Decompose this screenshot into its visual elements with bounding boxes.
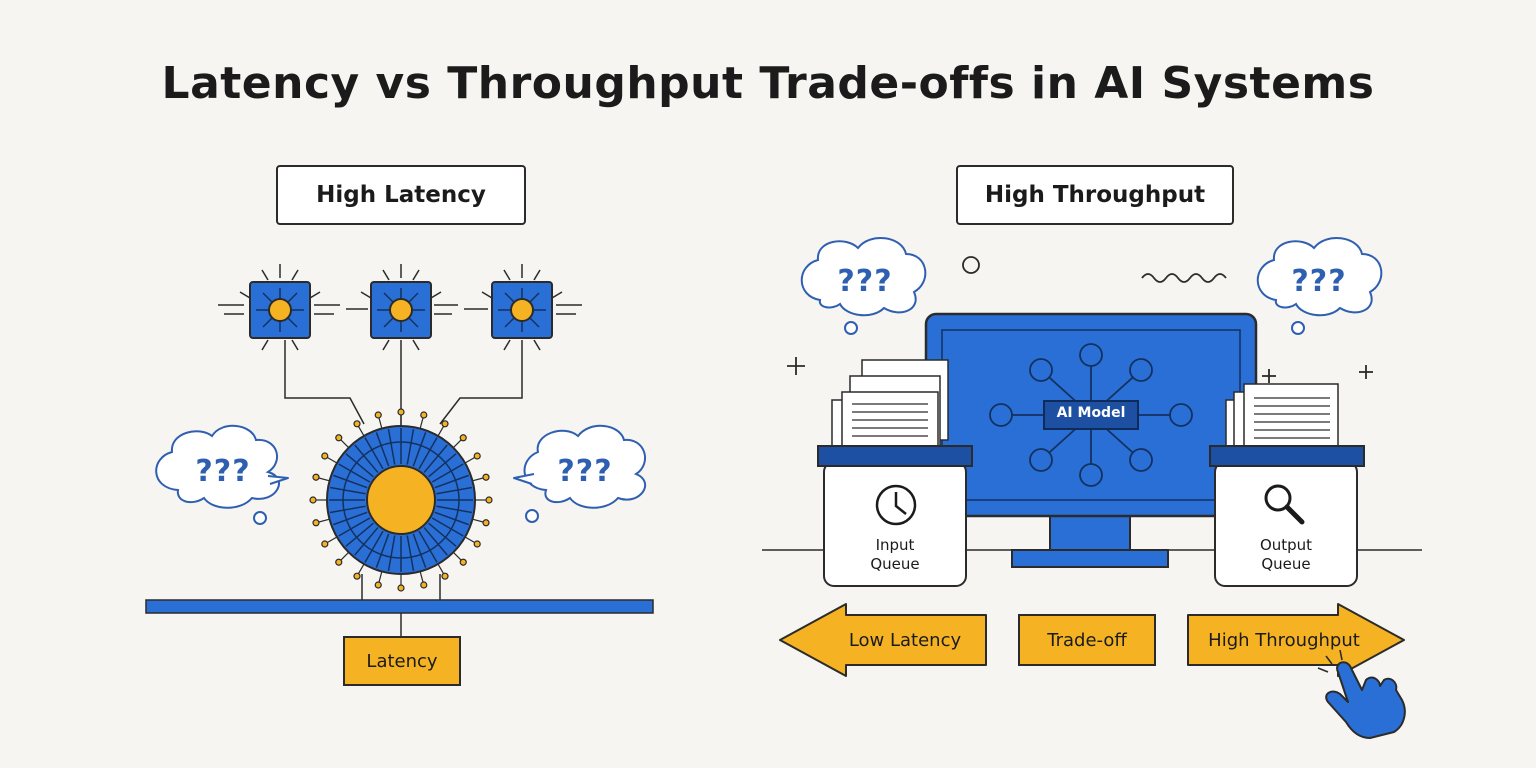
output-queue-label: Output Queue <box>1215 536 1357 574</box>
thought-bubble-icon <box>800 236 927 335</box>
pointing-hand-icon <box>1317 649 1406 739</box>
trade-off-box <box>1018 614 1156 666</box>
thought-bubble-icon <box>1256 236 1383 335</box>
thought-bubble-icon <box>513 424 647 523</box>
high-throughput-heading: High Throughput <box>956 165 1234 225</box>
chip-icon <box>360 263 442 351</box>
output-queue-line: Queue <box>1261 555 1311 573</box>
input-queue-label: Input Queue <box>824 536 966 574</box>
input-queue-line: Input <box>875 536 915 554</box>
trade-off-label: Trade-off <box>1047 629 1127 651</box>
magnifier-icon <box>1264 484 1305 525</box>
bubble-text: ??? <box>195 454 251 489</box>
low-latency-label: Low Latency <box>848 629 962 651</box>
clock-icon <box>875 484 917 526</box>
network-icon <box>989 343 1193 487</box>
low-latency-arrow <box>779 603 987 677</box>
output-queue-line: Output <box>1259 536 1313 554</box>
input-queue-line: Queue <box>870 555 920 573</box>
input-queue <box>817 359 973 587</box>
thought-bubble-icon <box>155 424 289 525</box>
high-throughput-label: High Throughput <box>1208 629 1360 651</box>
chip-row <box>218 263 582 426</box>
chip-icon <box>239 263 321 351</box>
high-throughput-arrow <box>1187 603 1405 677</box>
latency-label: Latency <box>343 636 461 686</box>
bubble-text: ??? <box>557 454 613 489</box>
document-stack-icon <box>1225 383 1339 451</box>
bubble-text: ??? <box>1291 264 1347 299</box>
latency-platform <box>145 574 654 636</box>
page-title: Latency vs Throughput Trade-offs in AI S… <box>161 58 1375 109</box>
ai-model-label: AI Model <box>1056 405 1126 421</box>
decorations <box>787 256 1373 383</box>
bubble-text: ??? <box>837 264 893 299</box>
output-queue <box>1209 383 1365 587</box>
high-latency-heading: High Latency <box>276 165 526 225</box>
chip-icon <box>481 263 563 351</box>
processor-icon <box>309 408 493 592</box>
document-stack-icon <box>831 359 949 453</box>
